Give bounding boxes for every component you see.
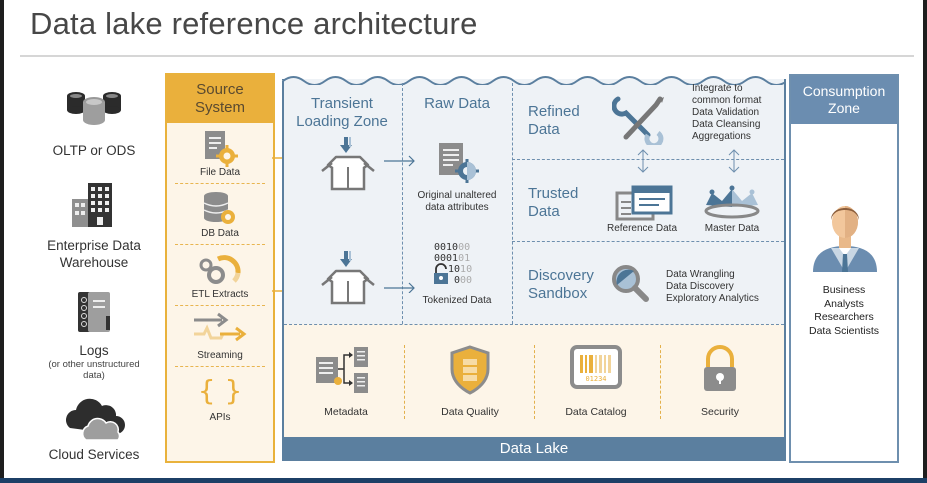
data-lake-panel: Transient Loading Zone Raw Data bbox=[282, 73, 786, 461]
refined-items: Integrate to common format Data Validati… bbox=[692, 83, 762, 142]
database-cluster-icon bbox=[67, 92, 121, 125]
lake-wave-edge bbox=[282, 76, 786, 85]
governance-item-data-catalog: 01234 Data Catalog bbox=[536, 345, 656, 418]
tokenized-bits: 001000 000101 1010 000 bbox=[434, 242, 473, 286]
tokenized-caption: Tokenized Data bbox=[422, 295, 492, 306]
file-gear-icon bbox=[205, 131, 238, 167]
magnifier-icon bbox=[612, 265, 649, 302]
business-person-icon bbox=[813, 206, 877, 272]
governance-label: Metadata bbox=[324, 406, 368, 418]
governance-item-metadata: Metadata bbox=[286, 345, 406, 418]
transient-zone-title: Transient Loading Zone bbox=[296, 95, 388, 130]
source-system-item-apis: { } APIs bbox=[175, 367, 265, 428]
svg-text:{ }: { } bbox=[200, 374, 240, 407]
lock-icon bbox=[704, 345, 736, 391]
governance-item-data-quality: Data Quality bbox=[410, 345, 530, 418]
trusted-data-title: Trusted Data bbox=[528, 185, 579, 220]
source-cloud: Cloud Services bbox=[24, 396, 164, 463]
notebook-icon bbox=[78, 292, 110, 332]
frame-bottom-bar bbox=[0, 478, 927, 483]
arrow-icon bbox=[384, 155, 415, 293]
source-system-item-streaming: Streaming bbox=[175, 306, 265, 367]
consumption-users: Business Analysts Researchers Data Scien… bbox=[808, 284, 880, 337]
svg-text:01234: 01234 bbox=[585, 375, 606, 383]
source-logs: Logs (or other unstructured data) bbox=[24, 290, 164, 381]
diagram-canvas: Data lake reference architecture OLTP or… bbox=[4, 0, 923, 478]
zone-divider bbox=[402, 83, 403, 324]
source-system-label: DB Data bbox=[201, 228, 239, 239]
governance-divider bbox=[404, 345, 405, 419]
wrench-screwdriver-icon bbox=[612, 96, 664, 145]
governance-divider bbox=[660, 345, 661, 419]
source-sublabel: (or other unstructured data) bbox=[48, 359, 140, 381]
stream-arrows-icon bbox=[194, 312, 247, 342]
consumption-zone-header: Consumption Zone bbox=[791, 76, 897, 124]
title-divider bbox=[20, 55, 914, 57]
source-system-header: Source System bbox=[167, 75, 273, 123]
source-system-label: APIs bbox=[209, 412, 231, 423]
source-system-label: Streaming bbox=[197, 350, 243, 361]
bidirectional-arrow-icon bbox=[637, 149, 649, 173]
discovery-items: Data Wrangling Data Discovery Explorator… bbox=[666, 269, 759, 304]
governance-label: Security bbox=[701, 406, 739, 418]
master-data-caption: Master Data bbox=[704, 223, 760, 234]
zone-divider bbox=[512, 83, 513, 324]
data-lake-footer: Data Lake bbox=[282, 437, 786, 461]
discovery-sandbox-title: Discovery Sandbox bbox=[528, 267, 594, 302]
source-oltp: OLTP or ODS bbox=[24, 88, 164, 159]
refined-data-title: Refined Data bbox=[528, 103, 580, 138]
braces-icon: { } bbox=[200, 374, 240, 407]
reference-data-caption: Reference Data bbox=[606, 223, 678, 234]
governance-strip: Metadata Data Quality 01234 Data Catalog bbox=[284, 324, 784, 437]
source-label: OLTP or ODS bbox=[52, 143, 136, 158]
source-edw: Enterprise Data Warehouse bbox=[24, 181, 164, 271]
governance-label: Data Quality bbox=[441, 406, 499, 418]
governance-item-security: Security bbox=[660, 345, 780, 418]
barcode-icon: 01234 bbox=[570, 345, 622, 389]
source-label: Enterprise Data Warehouse bbox=[47, 238, 141, 270]
transient-to-raw-arrows bbox=[384, 155, 415, 293]
zone-divider bbox=[512, 159, 784, 160]
source-system-label: ETL Extracts bbox=[191, 289, 249, 300]
database-gear-icon bbox=[203, 192, 235, 224]
zone-divider bbox=[512, 241, 784, 242]
governance-divider bbox=[534, 345, 535, 419]
padlock-icon bbox=[434, 263, 448, 284]
open-box-icon bbox=[321, 137, 375, 191]
source-system-item-db: DB Data bbox=[175, 184, 265, 245]
governance-label: Data Catalog bbox=[565, 406, 627, 418]
source-system-label: File Data bbox=[199, 167, 240, 178]
file-gear-icon bbox=[439, 143, 479, 183]
page-title: Data lake reference architecture bbox=[30, 6, 478, 41]
bidirectional-arrow-icon bbox=[728, 149, 740, 173]
metadata-tree-icon bbox=[316, 347, 368, 393]
source-label: Logs bbox=[79, 343, 109, 358]
consumption-zone-panel: Consumption Zone Business Analysts Resea… bbox=[789, 74, 899, 463]
source-system-item-etl: ETL Extracts bbox=[175, 245, 265, 306]
shield-icon bbox=[450, 345, 490, 395]
cloud-icon bbox=[66, 398, 125, 441]
raw-data-title: Raw Data bbox=[424, 95, 490, 112]
source-label: Cloud Services bbox=[48, 447, 140, 462]
raw-original-caption: Original unaltered data attributes bbox=[417, 190, 497, 213]
open-box-icon bbox=[321, 251, 375, 305]
windows-icon bbox=[615, 185, 673, 221]
gears-icon bbox=[199, 255, 241, 284]
building-icon bbox=[72, 183, 112, 227]
source-system-panel: Source System File Data DB Data bbox=[165, 73, 275, 463]
crown-icon bbox=[704, 185, 760, 219]
source-system-item-file: File Data bbox=[175, 123, 265, 184]
